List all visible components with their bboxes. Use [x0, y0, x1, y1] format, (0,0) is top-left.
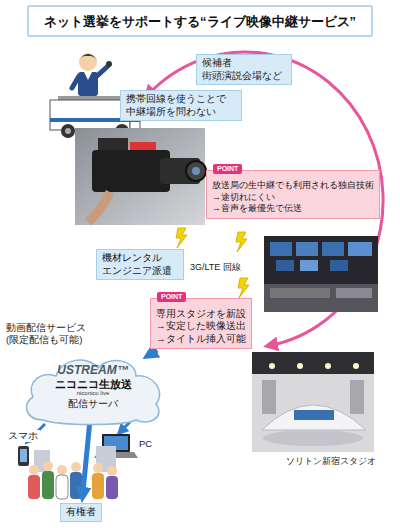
- info-box: 候補者 街頭演説会場など: [196, 54, 292, 85]
- service-name: 配信サーバ: [18, 398, 168, 410]
- box-text: →タイトル挿入可能: [156, 333, 246, 345]
- candidate-van-part: [61, 124, 75, 138]
- camera-photo-part: [88, 192, 110, 222]
- voters-crowd: [28, 446, 118, 499]
- info-box: 携帯回線を使うことで 中継場所を問わない: [120, 90, 242, 121]
- box-text: 携帯回線を使うことで 中継場所を問わない: [126, 93, 236, 118]
- smartphone-icon-part: [18, 446, 29, 466]
- studio-set-photo-part: [297, 363, 303, 369]
- smartphone-icon-part: [20, 449, 27, 462]
- camera-photo: [75, 128, 206, 225]
- studio-set-photo: [252, 352, 374, 452]
- candidate-van-part: [106, 61, 112, 67]
- studio-control-photo-part: [264, 284, 378, 312]
- flow-arrow: [149, 350, 157, 355]
- studio-set-photo-part: [252, 352, 374, 374]
- service-name: niconico live: [18, 390, 168, 397]
- candidate-van-part: [97, 66, 108, 76]
- voters-crowd-part: [107, 466, 117, 476]
- studio-control-photo-part: [270, 242, 292, 256]
- device-label: スマホ: [6, 430, 40, 442]
- signal-bolts-part: [236, 232, 247, 252]
- service-name: ニコニコ生放送: [18, 378, 168, 391]
- studio-set-photo-part: [353, 363, 359, 369]
- service-note: 動画配信サービス (限定配信も可能): [4, 322, 96, 346]
- camera-photo-part: [130, 142, 156, 150]
- voters-crowd-part: [57, 465, 67, 475]
- studio-set-photo-part: [252, 352, 374, 452]
- voters-crowd-part: [43, 461, 53, 471]
- smartphone-icon: [18, 446, 29, 466]
- studio-control-photo-part: [348, 242, 372, 256]
- service-name: USTREAM™: [18, 364, 168, 378]
- box-text: 放送局の生中継でも利用される独自技術: [212, 180, 374, 192]
- signal-bolts: [176, 228, 249, 298]
- info-box: 機材レンタル エンジニア派遣: [96, 249, 184, 280]
- box-text: →途切れにくい: [212, 192, 374, 204]
- box-text: →音声を最優先で伝送: [212, 203, 374, 215]
- studio-control-photo-part: [300, 260, 318, 271]
- photo-caption: ソリトン新宿スタジオ: [284, 456, 378, 467]
- box-text: 有権者: [66, 506, 96, 519]
- point-badge: POINT: [157, 292, 186, 302]
- voters-crowd-part: [70, 472, 82, 499]
- point-callout: POINT放送局の生中継でも利用される独自技術→途切れにくい→音声を最優先で伝送: [206, 170, 380, 219]
- candidate-van-part: [79, 54, 97, 60]
- candidate-van-part: [72, 76, 79, 88]
- box-text: →安定した映像送出: [156, 320, 246, 332]
- camera-photo-part: [186, 161, 206, 181]
- studio-set-photo-part: [263, 430, 363, 446]
- info-box: 有権者: [60, 503, 102, 522]
- flow-arrow: [83, 421, 90, 495]
- studio-set-photo-part: [262, 380, 276, 414]
- signal-bolts-part: [238, 278, 249, 298]
- diagram-title: ネット選挙をサポートする“ライブ映像中継サービス”: [28, 13, 372, 31]
- studio-control-photo-part: [336, 288, 372, 298]
- title-frame-part: [28, 6, 372, 36]
- camera-photo-part: [75, 128, 205, 225]
- voters-crowd-part: [42, 471, 54, 499]
- studio-control-photo-part: [276, 260, 294, 271]
- voters-crowd-part: [92, 473, 104, 499]
- studio-control-photo-part: [330, 260, 348, 271]
- studio-set-photo-part: [294, 410, 334, 420]
- voters-crowd-part: [29, 465, 39, 475]
- title-frame: [28, 6, 372, 36]
- signal-bolts-part: [176, 228, 187, 248]
- box-text: 機材レンタル エンジニア派遣: [102, 252, 178, 277]
- cloud-node: USTREAM™ニコニコ生放送niconico live配信サーバ: [18, 352, 168, 426]
- studio-set-photo-part: [325, 363, 331, 369]
- candidate-van-part: [58, 96, 120, 100]
- point-callout: POINT専用スタジオを新設→安定した映像送出→タイトル挿入可能: [150, 298, 252, 349]
- network-label: 3G/LTE 回線: [188, 262, 243, 273]
- candidate-van-part: [84, 72, 92, 80]
- box-text: 専用スタジオを新設: [156, 308, 246, 320]
- voters-crowd-part: [106, 476, 118, 499]
- studio-control-photo-part: [270, 288, 330, 298]
- studio-control-photo-part: [296, 242, 318, 256]
- candidate-van-part: [65, 128, 71, 134]
- device-label: PC: [137, 438, 154, 450]
- candidate-van-part: [79, 53, 97, 71]
- camera-photo-part: [98, 138, 128, 150]
- camera-photo-part: [92, 150, 170, 192]
- studio-set-photo-part: [350, 380, 364, 414]
- studio-set-photo-part: [269, 363, 275, 369]
- point-badge: POINT: [213, 164, 242, 174]
- camera-photo-part: [192, 167, 200, 175]
- voters-crowd-part: [93, 463, 103, 473]
- box-text: 候補者 街頭演説会場など: [202, 57, 286, 82]
- voters-crowd-part: [71, 462, 81, 472]
- studio-control-photo-part: [264, 236, 378, 312]
- studio-control-photo: [264, 236, 378, 312]
- studio-control-photo-part: [322, 242, 344, 256]
- voters-crowd-part: [28, 475, 40, 499]
- voters-crowd-part: [56, 475, 68, 499]
